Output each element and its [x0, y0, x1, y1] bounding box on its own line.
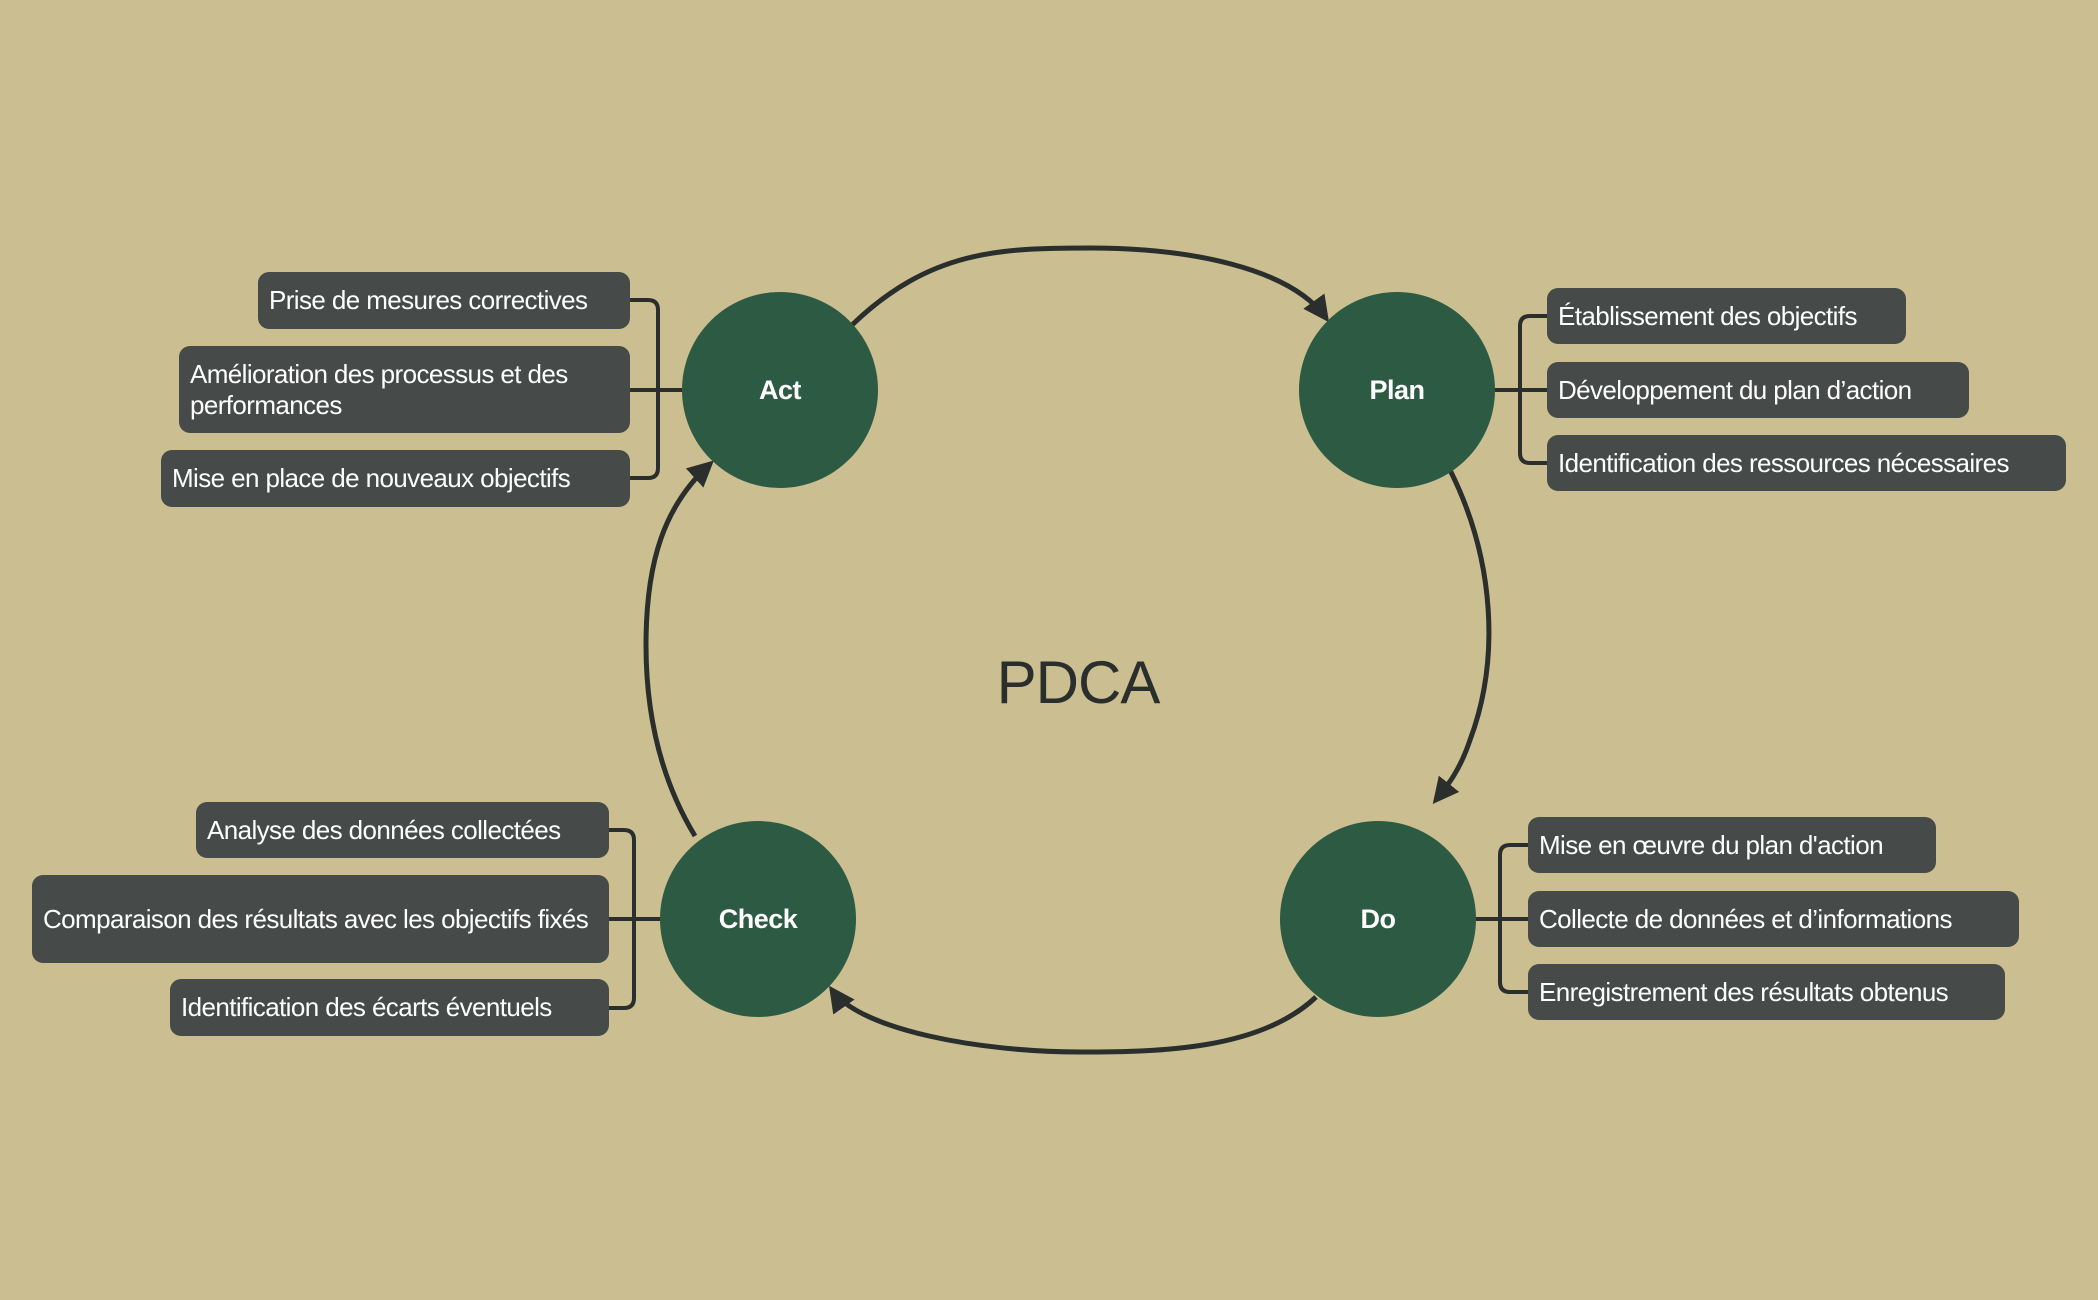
topic-check-3[interactable]: Identification des écarts éventuels: [170, 979, 609, 1036]
topic-label: Comparaison des résultats avec les objec…: [43, 903, 589, 934]
topic-label: Mise en place de nouveaux objectifs: [172, 463, 571, 493]
topic-label: Collecte de données et d’informations: [1539, 903, 1952, 934]
topic-act-3[interactable]: Mise en place de nouveaux objectifs: [161, 450, 630, 507]
arrow-plan-to-do: [1432, 468, 1492, 805]
phase-node-plan[interactable]: Plan: [1299, 292, 1495, 488]
topic-do-1[interactable]: Mise en œuvre du plan d'action: [1528, 817, 1936, 873]
phase-label-do: Do: [1360, 903, 1397, 934]
phase-label-check: Check: [718, 903, 798, 934]
topic-do-3[interactable]: Enregistrement des résultats obtenus: [1528, 964, 2005, 1020]
topic-do-2[interactable]: Collecte de données et d’informations: [1528, 891, 2019, 947]
topic-plan-1[interactable]: Établissement des objectifs: [1547, 288, 1906, 344]
topic-act-1[interactable]: Prise de mesures correctives: [258, 272, 630, 329]
topic-label: Développement du plan d’action: [1558, 374, 1912, 405]
phase-node-check[interactable]: Check: [660, 821, 856, 1017]
plan-bracket: [1495, 314, 1547, 465]
topic-label: Prise de mesures correctives: [269, 285, 588, 315]
topic-label: Établissement des objectifs: [1558, 300, 1857, 331]
topic-plan-3[interactable]: Identification des ressources nécessaire…: [1547, 435, 2066, 491]
topic-label: Amélioration des processus et des perfor…: [190, 358, 568, 420]
diagram-title[interactable]: PDCA: [996, 649, 1161, 716]
act-bracket: [630, 298, 682, 480]
do-bracket: [1476, 843, 1528, 994]
topic-label: Mise en œuvre du plan d'action: [1539, 829, 1884, 860]
arrow-do-to-check: [829, 985, 1318, 1055]
arrow-act-to-plan: [850, 245, 1330, 327]
topic-act-2[interactable]: Amélioration des processus et des perfor…: [179, 346, 630, 433]
phase-label-act: Act: [758, 374, 802, 405]
phase-label-plan: Plan: [1369, 374, 1425, 405]
topic-label: Identification des écarts éventuels: [181, 992, 552, 1022]
check-bracket: [609, 828, 660, 1010]
topic-label: Analyse des données collectées: [207, 814, 561, 845]
phase-node-act[interactable]: Act: [682, 292, 878, 488]
topic-check-1[interactable]: Analyse des données collectées: [196, 802, 609, 858]
arrow-check-to-act: [643, 460, 714, 838]
phase-node-do[interactable]: Do: [1280, 821, 1476, 1017]
topic-label: Identification des ressources nécessaire…: [1558, 447, 2009, 478]
topic-label: Enregistrement des résultats obtenus: [1539, 976, 1949, 1007]
topic-check-2[interactable]: Comparaison des résultats avec les objec…: [32, 875, 609, 963]
topic-plan-2[interactable]: Développement du plan d’action: [1547, 362, 1969, 418]
